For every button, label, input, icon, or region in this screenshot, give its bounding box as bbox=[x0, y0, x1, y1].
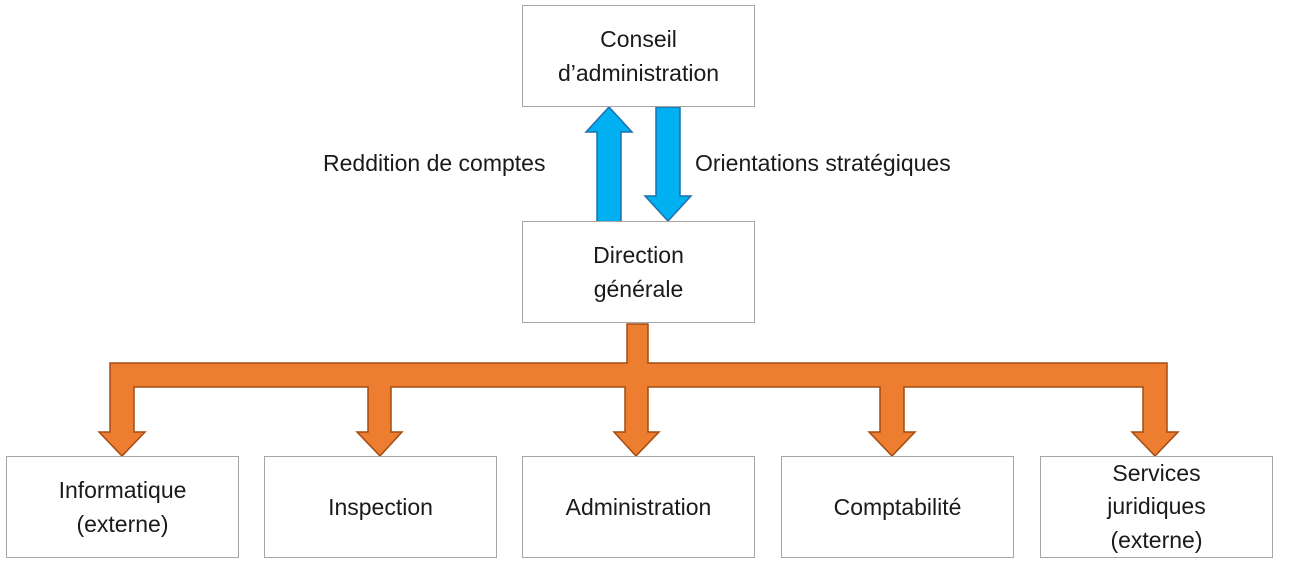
legal-line-1: Services bbox=[1112, 459, 1201, 486]
branch-connector-shape bbox=[97, 323, 1180, 458]
accounting-label: Comptabilité bbox=[833, 493, 962, 520]
up-arrow-icon bbox=[584, 105, 634, 223]
board-line-2: d’administration bbox=[557, 60, 720, 86]
board-line-1: Conseil bbox=[600, 25, 677, 52]
administration-box: Administration bbox=[522, 456, 755, 558]
administration-label: Administration bbox=[565, 493, 712, 520]
legal-services-box: Services juridiques (externe) bbox=[1040, 456, 1273, 558]
board-of-directors-box: Conseil d’administration bbox=[522, 5, 755, 107]
management-line-2: générale bbox=[593, 276, 684, 302]
accounting-box: Comptabilité bbox=[781, 456, 1014, 558]
branch-arrows bbox=[97, 323, 1180, 458]
inspection-box: Inspection bbox=[264, 456, 497, 558]
general-management-box: Direction générale bbox=[522, 221, 755, 323]
legal-line-3: (externe) bbox=[1110, 526, 1203, 553]
down-arrow-icon bbox=[643, 106, 693, 223]
it-line-2: (externe) bbox=[76, 511, 169, 537]
it-box: Informatique (externe) bbox=[6, 456, 239, 558]
it-line-1: Informatique bbox=[58, 476, 187, 503]
reporting-label: Reddition de comptes bbox=[323, 150, 546, 176]
management-line-1: Direction bbox=[593, 241, 684, 268]
inspection-label: Inspection bbox=[328, 493, 433, 520]
legal-line-2: juridiques bbox=[1107, 493, 1206, 520]
strategic-direction-label: Orientations stratégiques bbox=[695, 150, 951, 176]
